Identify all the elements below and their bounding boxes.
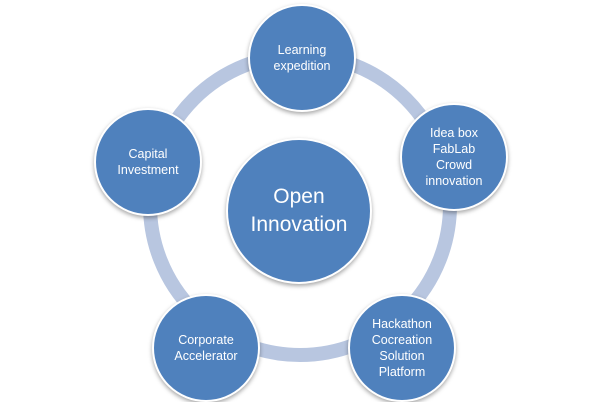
node-line: Platform: [378, 365, 426, 379]
node-learning-expedition: Learning expedition: [248, 4, 356, 112]
node-line: innovation: [425, 174, 483, 188]
center-node-open-innovation: Open Innovation: [226, 138, 372, 284]
node-line: Solution: [379, 349, 425, 363]
node-corporate-accelerator: Corporate Accelerator: [152, 294, 260, 402]
node-line: Cocreation: [371, 333, 433, 347]
center-node-line: Innovation: [250, 213, 348, 236]
node-line: Capital: [128, 147, 168, 161]
node-line: Crowd: [435, 158, 473, 172]
node-line: Learning: [277, 43, 327, 57]
node-line: Hackathon: [372, 317, 432, 331]
node-line: Investment: [117, 163, 179, 177]
node-capital-investment: Capital Investment: [94, 108, 202, 216]
node-line: Corporate: [178, 333, 234, 347]
node-idea-box-fablab-crowd-innovation: Idea box FabLab Crowd innovation: [400, 103, 508, 211]
node-hackathon-cocreation-solution-platform: Hackathon Cocreation Solution Platform: [348, 294, 456, 402]
center-node-line: Open: [273, 185, 325, 208]
node-line: expedition: [273, 59, 331, 73]
node-line: Idea box: [430, 126, 478, 140]
node-line: FabLab: [432, 142, 476, 156]
node-line: Accelerator: [174, 349, 238, 363]
